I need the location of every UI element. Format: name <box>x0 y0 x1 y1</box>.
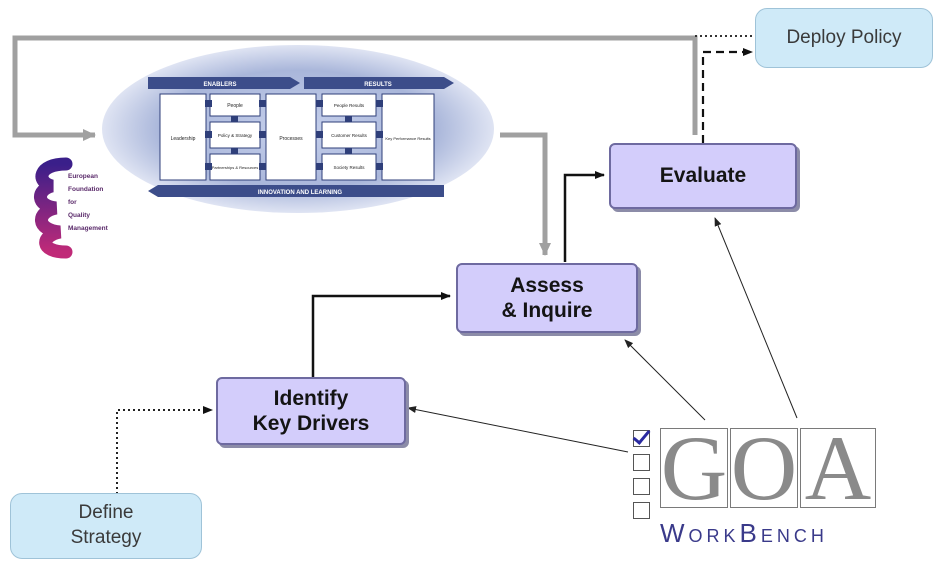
identify-to-assess-connector <box>311 292 451 378</box>
efqm-people: People <box>227 103 243 109</box>
deploy-policy-box: Deploy Policy <box>755 8 933 68</box>
efqm-logo-line: Quality <box>68 212 91 219</box>
efqm-to-assess-connector <box>500 132 551 256</box>
goa-checkbox <box>633 478 650 495</box>
goa-letter-o: O <box>730 428 798 508</box>
goa-letter-a: A <box>800 428 876 508</box>
efqm-leadership: Leadership <box>171 136 196 142</box>
goa-checkboxes <box>633 430 655 526</box>
efqm-logo-line: European <box>68 173 98 180</box>
goa-to-assess-line <box>624 339 706 421</box>
efqm-kpr: Key Performance Results <box>385 136 430 141</box>
efqm-people-results: People Results <box>334 103 365 108</box>
goa-workbench-wordmark: WorkBench <box>660 518 828 548</box>
goa-checkbox <box>633 454 650 471</box>
goa-logo-letters: G O A <box>660 428 876 510</box>
efqm-logo-text: European Foundation for Quality Manageme… <box>68 170 108 235</box>
efqm-logo-line: for <box>68 199 77 206</box>
efqm-customer-results: Customer Results <box>331 133 368 138</box>
efqm-strategy: Policy & Strategy <box>218 133 253 138</box>
efqm-logo-line: Foundation <box>68 186 104 193</box>
assess-to-evaluate-connector <box>563 171 605 262</box>
efqm-results-band: RESULTS <box>364 82 392 88</box>
define-to-identify-connector <box>116 406 213 494</box>
efqm-logo-mark <box>34 157 73 259</box>
feedback-loop-connector <box>12 35 698 141</box>
efqm-model: ENABLERS RESULTS INNOVATION AND LEARNING… <box>102 45 494 213</box>
goa-to-identify-line <box>407 406 629 453</box>
identify-key-drivers-box: Identify Key Drivers <box>216 377 406 445</box>
efqm-society-results: Society Results <box>333 165 365 170</box>
efqm-logo-line: Management <box>68 225 108 232</box>
goa-checkbox <box>633 502 650 519</box>
assess-inquire-box: Assess & Inquire <box>456 263 638 333</box>
efqm-enablers-band: ENABLERS <box>203 82 236 88</box>
efqm-innovation-band: INNOVATION AND LEARNING <box>258 190 343 196</box>
goa-to-evaluate-line <box>714 217 798 419</box>
efqm-processes: Processes <box>279 136 303 142</box>
evaluate-box: Evaluate <box>609 143 797 209</box>
goa-letter-g: G <box>660 428 728 508</box>
efqm-partnerships: Partnerships & Resources <box>212 165 258 170</box>
goa-checkbox-checked <box>633 430 650 447</box>
evaluate-to-deploy-connector <box>701 48 753 143</box>
define-strategy-box: Define Strategy <box>10 493 202 559</box>
